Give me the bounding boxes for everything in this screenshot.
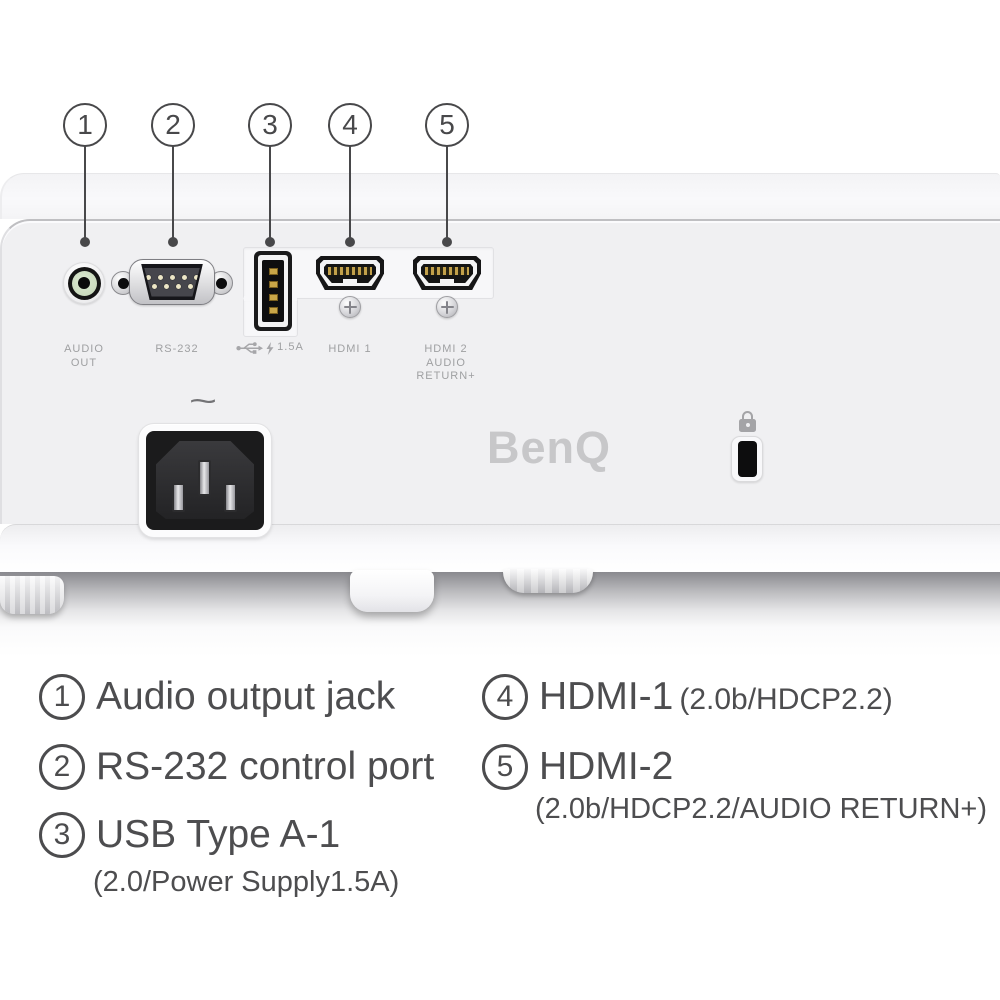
hdmi-1-label: HDMI 1 bbox=[328, 343, 372, 355]
legend-item-hdmi1: 4 HDMI-1(2.0b/HDCP2.2) bbox=[482, 674, 893, 720]
rs232-d-shell bbox=[141, 264, 203, 300]
legend-sub-hdmi1: (2.0b/HDCP2.2) bbox=[679, 683, 893, 716]
ac-pin-left bbox=[172, 483, 185, 512]
callout-circle-4: 4 bbox=[328, 103, 372, 147]
audio-out-label: AUDIO OUT bbox=[64, 343, 104, 369]
callout-line-5 bbox=[446, 146, 448, 239]
audio-jack-ring bbox=[67, 266, 101, 300]
ac-inlet-face bbox=[156, 441, 254, 519]
adjustable-foot-left bbox=[0, 576, 64, 614]
lightning-icon bbox=[266, 341, 274, 355]
legend-title-3: USB Type A-1 bbox=[96, 813, 341, 856]
legend-num-2: 2 bbox=[39, 744, 85, 790]
rs232-label: RS-232 bbox=[155, 343, 199, 355]
hdmi-1-screw bbox=[339, 296, 361, 318]
legend-item-rs232: 2 RS-232 control port bbox=[39, 744, 434, 790]
callout-dot-4 bbox=[345, 237, 355, 247]
callout-dot-3 bbox=[265, 237, 275, 247]
usb-amp-label: 1.5A bbox=[277, 341, 304, 354]
ac-power-inlet bbox=[138, 423, 272, 538]
ac-pin-center bbox=[198, 460, 211, 496]
usb-label: 1.5A bbox=[224, 341, 316, 355]
callout-line-2 bbox=[172, 146, 174, 239]
callout-line-4 bbox=[349, 146, 351, 239]
audio-jack-hole bbox=[78, 277, 90, 289]
adjustable-foot-ribbed bbox=[503, 569, 593, 593]
usb-port-cavity bbox=[262, 260, 284, 322]
hdmi-2-port bbox=[413, 256, 481, 290]
callout-circle-5: 5 bbox=[425, 103, 469, 147]
legend-title-1: Audio output jack bbox=[96, 675, 396, 718]
legend-title-5: HDMI-2 bbox=[539, 745, 674, 788]
legend-sub-hdmi2: (2.0b/HDCP2.2/AUDIO RETURN+) bbox=[535, 793, 988, 825]
legend-item-hdmi2: 5 HDMI-2 bbox=[482, 744, 673, 790]
legend-item-audio-out: 1 Audio output jack bbox=[39, 674, 395, 720]
hdmi-1-port bbox=[316, 256, 384, 290]
audio-out-jack bbox=[63, 262, 105, 304]
legend-num-5: 5 bbox=[482, 744, 528, 790]
callout-dot-1 bbox=[80, 237, 90, 247]
callout-circle-2: 2 bbox=[151, 103, 195, 147]
rs232-port bbox=[129, 259, 215, 305]
audio-jack-green-ring bbox=[71, 270, 97, 296]
legend-num-1: 1 bbox=[39, 674, 85, 720]
callout-line-3 bbox=[269, 146, 271, 239]
usb-icon bbox=[236, 342, 264, 354]
callout-dot-2 bbox=[168, 237, 178, 247]
projector-top-face bbox=[0, 173, 1000, 219]
floor-shadow bbox=[0, 572, 1000, 657]
rs232-pin-face bbox=[144, 267, 200, 297]
kensington-lock-slot bbox=[731, 436, 763, 482]
kensington-lock-icon bbox=[742, 411, 753, 422]
usb-type-a-port bbox=[254, 251, 292, 331]
brand-logo: BenQ bbox=[487, 422, 612, 473]
legend-sub-usb: (2.0/Power Supply1.5A) bbox=[93, 866, 400, 898]
callout-line-1 bbox=[84, 146, 86, 239]
hdmi-2-label: HDMI 2 AUDIO RETURN+ bbox=[416, 343, 476, 382]
callout-circle-1: 1 bbox=[63, 103, 107, 147]
hdmi-2-screw bbox=[436, 296, 458, 318]
legend-item-usb: 3 USB Type A-1 bbox=[39, 812, 340, 858]
foot-middle bbox=[350, 570, 434, 612]
ac-inlet-housing bbox=[146, 431, 264, 530]
legend-title-2: RS-232 control port bbox=[96, 745, 435, 788]
callout-circle-3: 3 bbox=[248, 103, 292, 147]
ac-power-symbol: ~ bbox=[188, 383, 218, 419]
callout-dot-5 bbox=[442, 237, 452, 247]
legend-title-4: HDMI-1(2.0b/HDCP2.2) bbox=[539, 675, 893, 718]
ac-pin-right bbox=[224, 483, 237, 512]
kensington-lock-icon-body bbox=[739, 419, 756, 432]
legend-num-3: 3 bbox=[39, 812, 85, 858]
legend-num-4: 4 bbox=[482, 674, 528, 720]
